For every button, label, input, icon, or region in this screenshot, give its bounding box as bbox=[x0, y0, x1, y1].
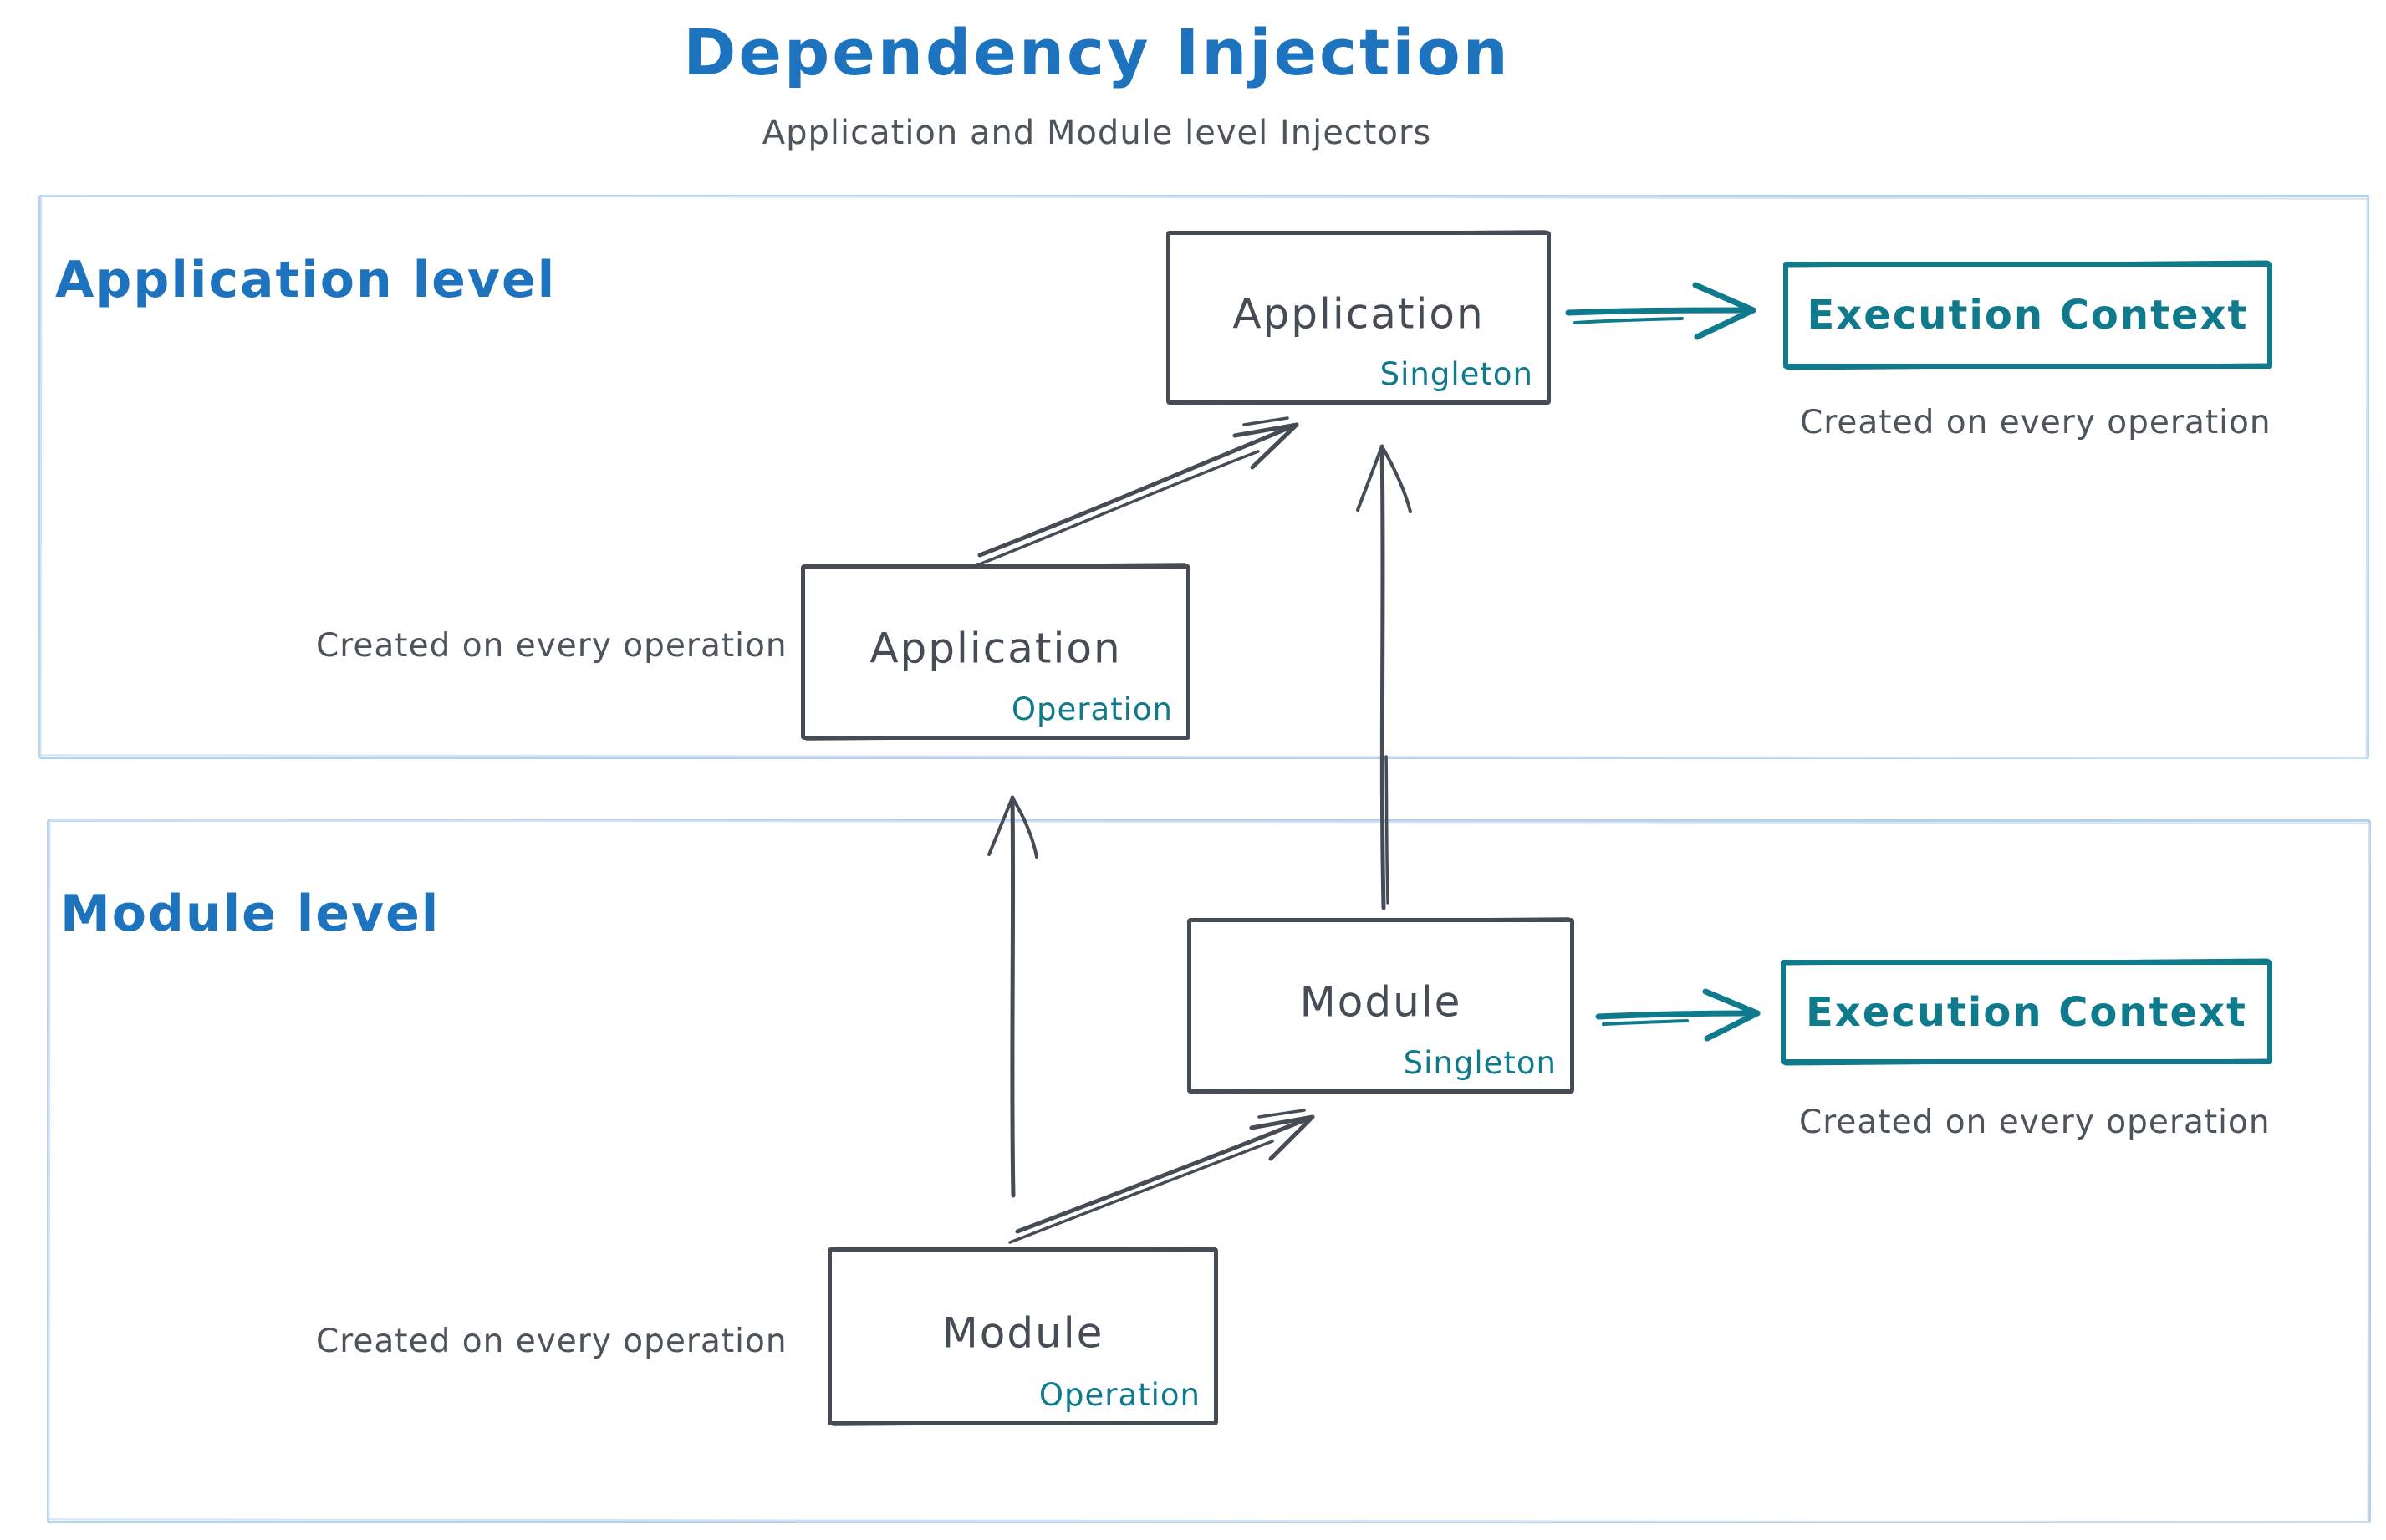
module-operation-box: Module Operation bbox=[828, 1247, 1218, 1425]
module-operation-scope-badge: Operation bbox=[1038, 1377, 1201, 1413]
arrow-module-operation-to-app-operation bbox=[987, 795, 1038, 1198]
module-execution-context-box: Execution Context bbox=[1781, 960, 2272, 1064]
application-singleton-scope-badge: Singleton bbox=[1379, 356, 1533, 392]
module-singleton-scope-badge: Singleton bbox=[1403, 1045, 1557, 1081]
module-execution-context-note: Created on every operation bbox=[1799, 1104, 2271, 1141]
arrow-app-singleton-to-execution-context bbox=[1565, 282, 1756, 340]
application-level-label: Application level bbox=[55, 251, 557, 309]
application-singleton-box: Application Singleton bbox=[1166, 231, 1551, 405]
module-level-section bbox=[47, 819, 2371, 1523]
arrow-module-singleton-to-app-singleton bbox=[1356, 444, 1412, 910]
application-operation-title: Application bbox=[869, 624, 1122, 673]
arrow-module-singleton-to-execution-context bbox=[1595, 988, 1761, 1042]
module-operation-title: Module bbox=[941, 1308, 1104, 1357]
module-level-label: Module level bbox=[60, 885, 441, 943]
module-singleton-title: Module bbox=[1299, 977, 1462, 1027]
arrow-module-operation-to-module-singleton bbox=[1008, 1109, 1315, 1244]
application-operation-note: Created on every operation bbox=[316, 627, 788, 665]
application-execution-context-label: Execution Context bbox=[1807, 292, 2249, 339]
application-execution-context-box: Execution Context bbox=[1783, 262, 2272, 369]
application-level-section bbox=[38, 195, 2369, 759]
module-operation-note: Created on every operation bbox=[316, 1323, 788, 1360]
arrow-app-operation-to-app-singleton bbox=[971, 416, 1299, 569]
application-operation-scope-badge: Operation bbox=[1011, 691, 1173, 727]
application-operation-box: Application Operation bbox=[801, 564, 1190, 740]
page-title: Dependency Injection bbox=[683, 15, 1511, 89]
module-singleton-box: Module Singleton bbox=[1187, 918, 1574, 1094]
module-execution-context-label: Execution Context bbox=[1806, 988, 2247, 1036]
application-execution-context-note: Created on every operation bbox=[1800, 404, 2271, 441]
application-singleton-title: Application bbox=[1232, 289, 1485, 339]
page-subtitle: Application and Module level Injectors bbox=[762, 114, 1432, 152]
